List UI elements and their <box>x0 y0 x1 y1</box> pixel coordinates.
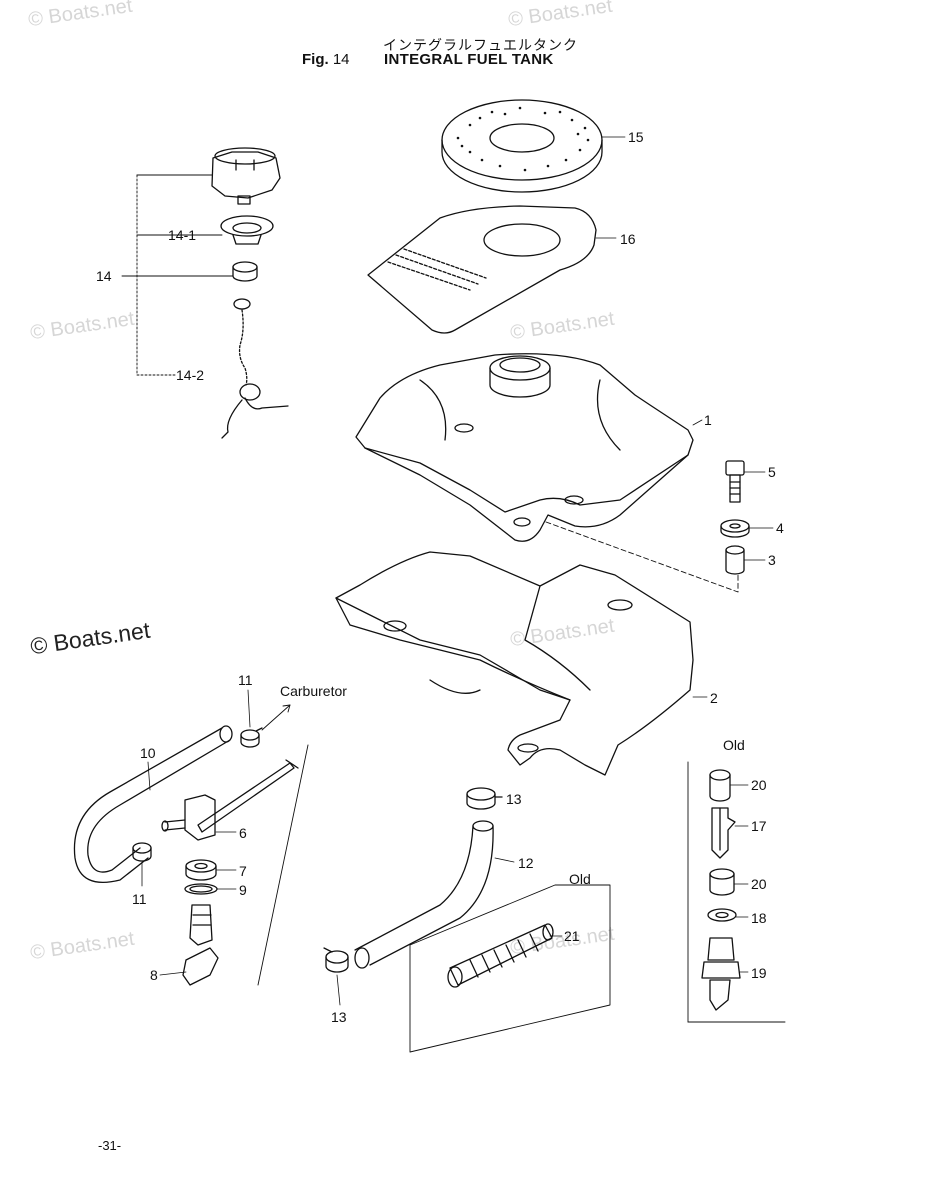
leader-line <box>336 974 341 1006</box>
callout-20-top: 20 <box>751 777 767 793</box>
collar-3 <box>725 545 745 575</box>
collar-20-bottom <box>709 868 735 896</box>
bolt-5 <box>725 460 745 503</box>
old-label-center: Old <box>569 871 591 887</box>
joint-17 <box>711 807 736 859</box>
callout-15: 15 <box>628 129 644 145</box>
leader-line <box>247 689 251 728</box>
fuel-cock-19 <box>701 937 741 1011</box>
old-label-right: Old <box>723 737 745 753</box>
callout-18: 18 <box>751 910 767 926</box>
leader-line <box>494 857 515 863</box>
callout-2: 2 <box>710 690 718 706</box>
callout-10: 10 <box>140 745 156 761</box>
o-ring-9 <box>184 883 218 895</box>
callout-20-bottom: 20 <box>751 876 767 892</box>
upper-tank-1 <box>355 353 694 542</box>
japanese-title: インテグラルフュエルタンク <box>383 38 578 54</box>
collar-20-top <box>709 769 731 802</box>
leader-line <box>692 419 703 426</box>
fuel-cap-14 <box>211 147 289 439</box>
hose-12 <box>354 820 494 969</box>
washer-4 <box>720 519 750 538</box>
callout-17: 17 <box>751 818 767 834</box>
leader-line <box>545 521 739 593</box>
leader-line <box>159 971 187 976</box>
hose-21-old <box>447 923 554 988</box>
seal-7 <box>185 859 217 881</box>
callout-12: 12 <box>518 855 534 871</box>
foam-pad-15 <box>441 99 603 193</box>
callout-14: 14 <box>96 268 112 284</box>
callout-13-bottom: 13 <box>331 1009 347 1025</box>
callout-14-2: 14-2 <box>176 367 205 383</box>
callout-11-bottom: 11 <box>132 891 147 907</box>
gasket-16 <box>367 205 597 334</box>
leader-line <box>147 761 151 791</box>
strainer-8 <box>182 904 219 986</box>
clip-13-bottom <box>323 947 349 973</box>
callout-4: 4 <box>776 520 784 536</box>
old-bracket-center <box>409 884 611 1053</box>
lower-tank-2 <box>335 551 694 776</box>
callout-6: 6 <box>239 825 247 841</box>
callout-8: 8 <box>150 967 158 983</box>
callout-7: 7 <box>239 863 247 879</box>
callout-11-top: 11 <box>238 672 253 688</box>
callout-9: 9 <box>239 882 247 898</box>
carburetor-label: Carburetor <box>280 683 347 699</box>
washer-18 <box>707 908 737 922</box>
clip-11-top <box>240 727 263 748</box>
figure-title: INTEGRAL FUEL TANK <box>384 51 554 68</box>
callout-1: 1 <box>704 412 712 428</box>
leader-line <box>257 744 309 986</box>
callout-19: 19 <box>751 965 767 981</box>
hose-10 <box>73 725 233 884</box>
callout-13-top: 13 <box>506 791 522 807</box>
callout-3: 3 <box>768 552 776 568</box>
arrow-carburetor <box>261 704 291 731</box>
callout-14-1: 14-1 <box>168 227 197 243</box>
callout-5: 5 <box>768 464 776 480</box>
clip-13-top <box>466 787 503 810</box>
clip-11-bottom <box>132 842 152 862</box>
callout-21: 21 <box>564 928 580 944</box>
fuel-cock-6 <box>161 759 299 841</box>
callout-16: 16 <box>620 231 636 247</box>
page-number: -31- <box>98 1138 122 1153</box>
figure-number: Fig. 14 <box>302 51 350 68</box>
